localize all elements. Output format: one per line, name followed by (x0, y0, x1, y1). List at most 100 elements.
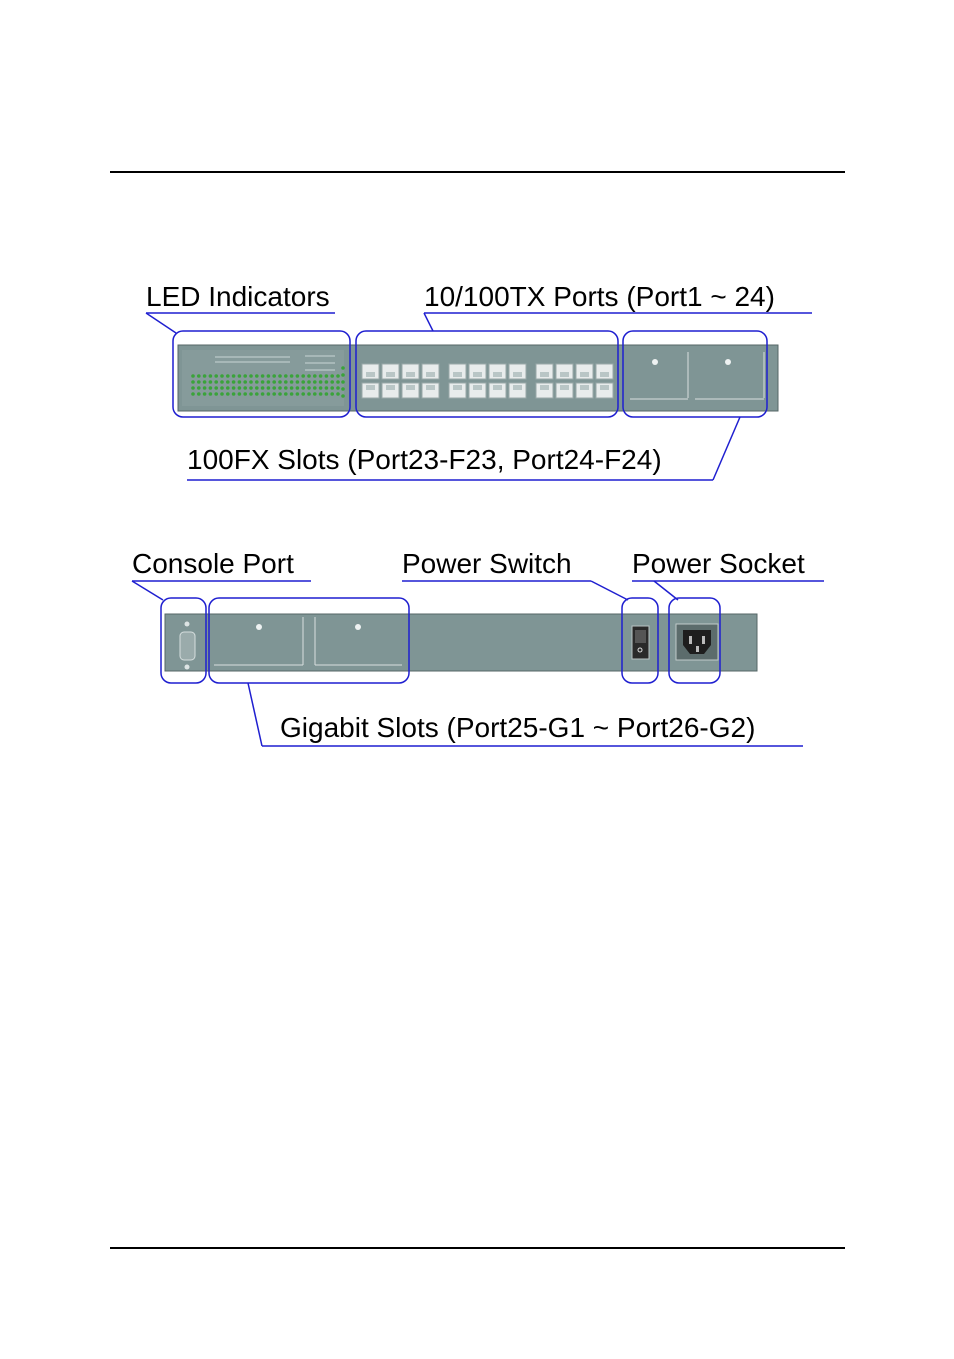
console-callout-box (160, 597, 207, 684)
led-dot (260, 380, 265, 384)
socket-callout-box (668, 597, 721, 684)
led-dot (284, 380, 288, 384)
led-dot (341, 373, 345, 377)
led-dot (313, 386, 317, 390)
led-dot (254, 392, 259, 396)
front-panel (177, 344, 779, 412)
rear-panel (164, 613, 758, 672)
led-dot (266, 386, 271, 390)
led-dot (249, 392, 253, 396)
rear-chassis (164, 613, 758, 672)
led-dot (330, 386, 335, 390)
led-dot (284, 392, 288, 396)
led-dot (336, 392, 340, 396)
led-dot (220, 386, 224, 390)
fx-slot-block (628, 350, 766, 406)
led-dot (307, 380, 311, 384)
led-dot (289, 374, 294, 378)
rj45-port-clip (493, 385, 502, 390)
led-dot (341, 394, 345, 398)
led-dot (324, 386, 329, 390)
led-dot (197, 374, 201, 378)
callout-power-socket: Power Socket (632, 548, 805, 579)
led-dot (324, 374, 329, 378)
rj45-port-clip (366, 385, 375, 390)
led-dot (330, 374, 335, 378)
callout-console-port: Console Port (132, 548, 294, 579)
led-dot (220, 374, 224, 378)
led-dot (266, 392, 271, 396)
led-dot (214, 374, 218, 378)
led-dot (226, 380, 230, 384)
led-dot (336, 380, 340, 384)
led-dot (191, 386, 195, 390)
led-dot (254, 386, 259, 390)
led-dot (289, 392, 294, 396)
led-dot (226, 392, 230, 396)
tx-port-blocks (361, 363, 614, 399)
led-dot (272, 386, 277, 390)
rj45-port-clip (453, 385, 462, 390)
led-dot (307, 386, 311, 390)
led-dot (301, 392, 306, 396)
rj45-port-clip (560, 372, 569, 377)
led-dot (231, 380, 236, 384)
led-dot (341, 387, 345, 391)
led-dot (301, 380, 306, 384)
led-dot (313, 392, 317, 396)
led-dot (295, 386, 300, 390)
led-dot (266, 374, 271, 378)
led-dot (214, 386, 218, 390)
led-dot (208, 374, 213, 378)
rj45-port-clip (513, 385, 522, 390)
led-dot (254, 380, 259, 384)
led-dot (289, 386, 294, 390)
led-dot (231, 386, 236, 390)
led-dot (226, 374, 230, 378)
console-port-connector (179, 621, 196, 670)
led-dot (197, 380, 201, 384)
led-dot (249, 386, 253, 390)
led-dot (272, 374, 277, 378)
led-dot (330, 392, 335, 396)
rear-callout-lines (131, 580, 824, 747)
rj45-port-clip (540, 372, 549, 377)
power-socket-iec (675, 623, 719, 661)
rj45-port-clip (406, 385, 415, 390)
led-dot (295, 392, 300, 396)
led-dot (318, 392, 323, 396)
rj45-port-clip (386, 385, 395, 390)
led-dot (260, 392, 265, 396)
rj45-port-clip (366, 372, 375, 377)
led-dot (318, 386, 323, 390)
rj45-port-clip (580, 372, 589, 377)
led-dot (289, 380, 294, 384)
led-dot (324, 380, 329, 384)
led-dot (214, 380, 218, 384)
led-dot (330, 380, 335, 384)
led-callout-box (172, 330, 351, 418)
power-switch-rocker (631, 625, 650, 660)
led-dot (301, 374, 306, 378)
led-dot (231, 374, 236, 378)
led-dot (266, 380, 271, 384)
rj45-port-clip (560, 385, 569, 390)
rj45-port-clip (540, 385, 549, 390)
led-dot (318, 380, 323, 384)
rj45-port-clip (406, 372, 415, 377)
led-dot (260, 374, 265, 378)
front-callout-lines (145, 312, 812, 481)
led-dot (295, 380, 300, 384)
switch-callout-box (621, 597, 659, 684)
led-dot (336, 386, 340, 390)
led-dot (243, 374, 247, 378)
callout-fx-slots: 100FX Slots (Port23-F23, Port24-F24) (187, 444, 662, 475)
led-dot (208, 386, 213, 390)
led-dot (220, 380, 224, 384)
footer-rule (110, 1247, 845, 1249)
led-dot (237, 386, 242, 390)
led-dot (202, 374, 207, 378)
led-dot (254, 374, 259, 378)
led-dot (191, 374, 195, 378)
led-dot (208, 380, 213, 384)
